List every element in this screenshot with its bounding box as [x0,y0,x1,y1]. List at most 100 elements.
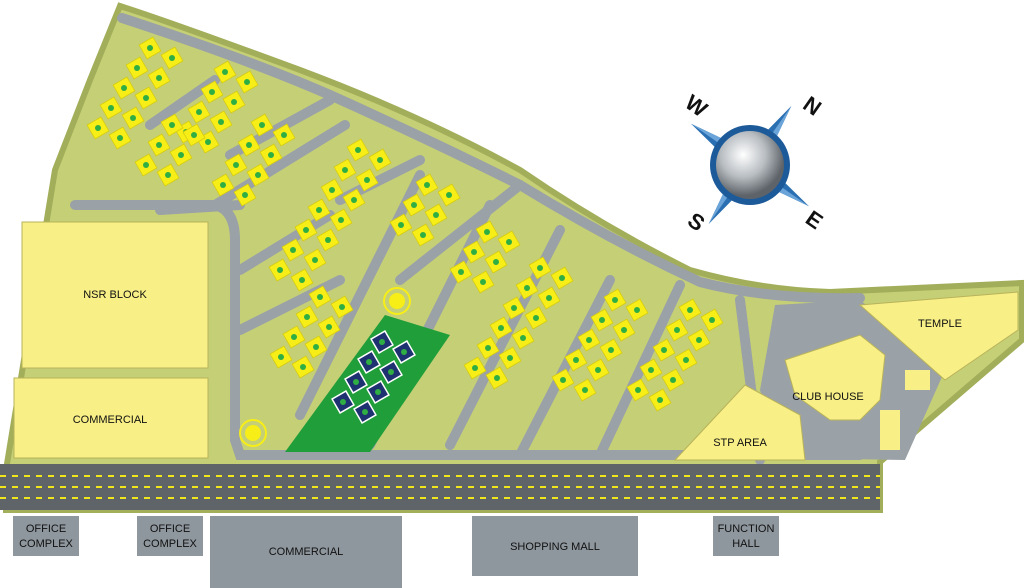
marker-circle[interactable] [239,419,267,447]
plot-marker [379,339,385,345]
plot-marker [458,269,464,275]
zone-label-temple: TEMPLE [918,318,962,330]
plot-marker [231,99,237,105]
plot-marker [222,69,228,75]
plot-marker [634,307,640,313]
commercial-bottom-label: COMMERCIAL [269,546,344,558]
plot-marker [303,227,309,233]
plot-marker [191,132,197,138]
plot-marker [498,325,504,331]
plot-marker [485,345,491,351]
plot-marker [582,387,588,393]
building-shopping-mall[interactable]: SHOPPING MALL [472,516,638,576]
plot-marker [524,285,530,291]
function-hall-line-2: HALL [732,538,760,550]
building-function-hall[interactable]: FUNCTION HALL [713,516,779,556]
zone-temple[interactable]: TEMPLE [858,291,1019,381]
plot-marker [326,324,332,330]
plot-marker [156,142,162,148]
plot-marker [340,399,346,405]
plot-marker [537,265,543,271]
plot-marker [134,65,140,71]
plot-marker [494,375,500,381]
plot-marker [661,347,667,353]
zone-club-house[interactable]: CLUB HOUSE [784,334,930,450]
plot-marker [281,132,287,138]
plot-marker [560,377,566,383]
plot-marker [108,105,114,111]
plot-marker [506,239,512,245]
plot-marker [520,335,526,341]
plot-marker [304,314,310,320]
plot-marker [683,357,689,363]
zone-nsr-block[interactable]: NSR BLOCK [21,221,209,369]
compass-north: N [799,91,826,121]
function-hall-line-1: FUNCTION [718,523,775,535]
plot-marker [339,304,345,310]
plot-marker [338,217,344,223]
office-complex-2-line-2: COMPLEX [143,538,197,550]
office-complex-2-line-1: OFFICE [150,523,190,535]
office-complex-1-line-2: COMPLEX [19,538,73,550]
plot-marker [657,397,663,403]
plot-marker [299,277,305,283]
plot-marker [398,222,404,228]
plot-marker [147,45,153,51]
zone-label-nsr-block: NSR BLOCK [83,289,147,301]
plot-marker [364,177,370,183]
plot-marker [355,147,361,153]
building-office-complex-1[interactable]: OFFICE COMPLEX [13,516,79,556]
plot-marker [329,187,335,193]
plot-marker [316,207,322,213]
plot-marker [595,367,601,373]
plot-marker [586,337,592,343]
plot-marker [300,364,306,370]
zone-stp-area[interactable]: STP AREA [673,384,806,461]
plot-marker [312,257,318,263]
plot-marker [480,279,486,285]
plot-marker [484,229,490,235]
building-commercial[interactable]: COMMERCIAL [210,516,402,588]
plot-marker [156,75,162,81]
building-office-complex-2[interactable]: OFFICE COMPLEX [137,516,203,556]
plot-marker [259,122,265,128]
plot-marker [278,354,284,360]
plot-marker [196,109,202,115]
plot-marker [209,89,215,95]
marker-circle[interactable] [383,287,411,315]
plot-marker [291,334,297,340]
plot-marker [635,387,641,393]
plot-marker [670,377,676,383]
plot-marker [117,135,123,141]
plot-marker [233,162,239,168]
plot-marker [546,295,552,301]
main-highway [0,464,880,510]
plot-marker [411,202,417,208]
plot-marker [121,85,127,91]
plot-marker [709,317,715,323]
plot-marker [446,192,452,198]
plot-marker [559,275,565,281]
residential-plots [86,36,724,424]
plot-marker [687,307,693,313]
plot-marker [205,139,211,145]
plot-marker [325,237,331,243]
plot-marker [612,297,618,303]
plot-marker [317,294,323,300]
plot-marker [608,347,614,353]
zone-label-stp-area: STP AREA [713,437,767,449]
plot-marker [220,182,226,188]
plot-marker [511,305,517,311]
zone-commercial-left[interactable]: COMMERCIAL [13,377,209,459]
plot-marker [375,389,381,395]
plot-marker [674,327,680,333]
plot-marker [242,192,248,198]
plot-marker [218,119,224,125]
plot-marker [165,172,171,178]
plot-marker [290,247,296,253]
plot-marker [621,327,627,333]
plot-marker [143,162,149,168]
plot-marker [472,365,478,371]
plot-marker [401,349,407,355]
